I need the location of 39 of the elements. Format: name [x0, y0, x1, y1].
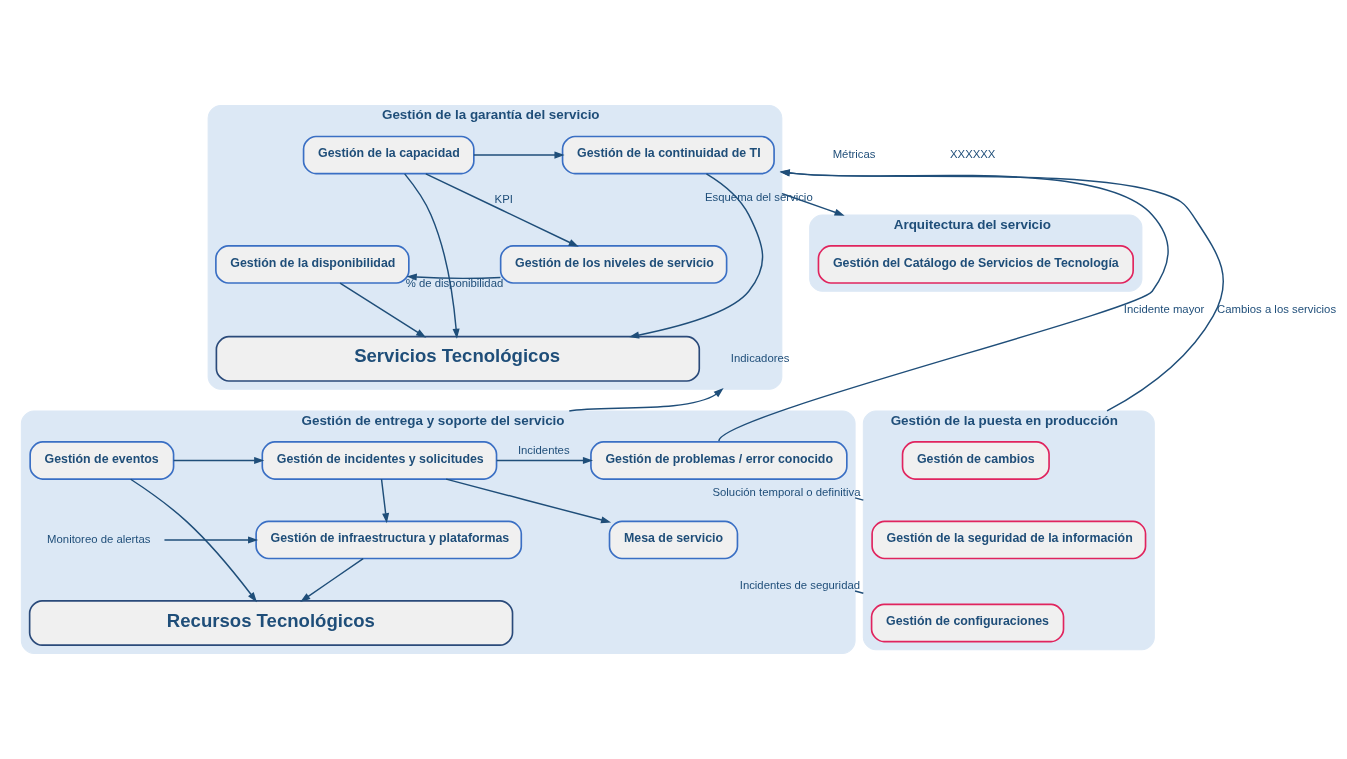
- node-box: Recursos Tecnológicos: [28, 600, 513, 646]
- node-box: Gestión de infraestructura y plataformas: [254, 520, 522, 560]
- label: XXXXXX: [949, 147, 995, 160]
- connector: [853, 497, 864, 501]
- arrow: [403, 173, 460, 339]
- arrow: [717, 169, 1169, 442]
- arrow: [472, 151, 565, 159]
- arrow: [380, 478, 389, 524]
- node-box: Servicios Tecnológicos: [215, 335, 700, 382]
- edge-label: Indicadores: [730, 351, 789, 364]
- arrow: [163, 536, 258, 544]
- node-box: Gestión de problemas / error conocido: [589, 441, 848, 480]
- edge-label: KPI: [494, 193, 513, 206]
- node-box: Gestión de configuraciones: [870, 603, 1064, 643]
- node-box: Gestión de la seguridad de la información: [870, 520, 1146, 560]
- arrow: [299, 557, 364, 602]
- arrow: [172, 456, 264, 465]
- arrow: [568, 387, 724, 412]
- node-box: Gestión de cambios: [901, 441, 1050, 480]
- arrow: [780, 192, 845, 216]
- node-text: Monitoreo de alertas: [46, 532, 150, 545]
- arrow: [444, 478, 611, 524]
- arrow: [628, 173, 763, 339]
- node-box: Gestión de eventos: [28, 441, 174, 480]
- edge-label: Incidente mayor: [1123, 302, 1204, 315]
- arrow: [424, 173, 579, 247]
- label: Métricas: [832, 147, 875, 160]
- arrow: [495, 456, 593, 465]
- node-box: Gestión de incidentes y solicitudes: [261, 441, 497, 480]
- node-box: Mesa de servicio: [608, 520, 738, 560]
- connector: [853, 590, 864, 594]
- arrow: [129, 478, 257, 603]
- arrow: [779, 169, 1224, 412]
- edge-label: Incidentes: [517, 444, 570, 457]
- edge-label: Cambios a los servicios: [1216, 302, 1336, 315]
- node-box: Gestión del Catálogo de Servicios de Tecnología: [817, 245, 1134, 284]
- arrow: [338, 282, 426, 338]
- node-box: Gestión de la continuidad de TI: [561, 135, 775, 175]
- node-box: Gestión de la capacidad: [302, 135, 475, 175]
